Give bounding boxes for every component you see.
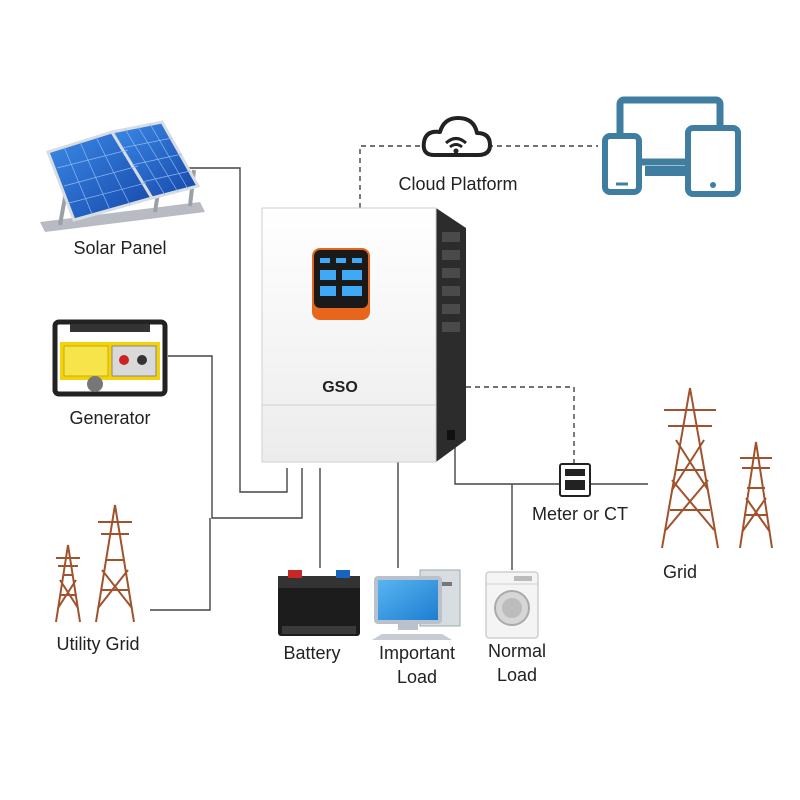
cloud-wifi-icon xyxy=(421,116,492,157)
cloud-platform-label: Cloud Platform xyxy=(398,174,518,194)
solar-line xyxy=(180,167,288,493)
washing-machine-icon xyxy=(485,571,539,639)
important-load-line-1: Important xyxy=(378,643,456,663)
meter-link-line xyxy=(466,386,575,464)
meter-label: Meter or CT xyxy=(531,504,628,524)
battery-icon xyxy=(278,570,360,636)
inverter-logo: GSO xyxy=(322,379,358,396)
normal-load-label: Normal Load xyxy=(472,639,562,687)
solar-panel-icon xyxy=(40,120,205,232)
normal-load-line-1: Normal xyxy=(487,641,546,661)
normal-load-line-2: Load xyxy=(496,665,538,685)
solar-panel-label: Solar Panel xyxy=(73,238,167,258)
communication-lines xyxy=(359,145,598,464)
utility-grid-line xyxy=(150,518,211,611)
devices-icon xyxy=(602,96,741,197)
connection-lines xyxy=(150,167,648,611)
utility-grid-label: Utility Grid xyxy=(56,634,140,654)
important-load-line-2: Load xyxy=(396,667,438,687)
important-load-label: Important Load xyxy=(362,641,472,689)
power-tower-icon xyxy=(661,387,773,549)
generator-icon xyxy=(52,319,168,397)
grid-label: Grid xyxy=(662,562,697,582)
battery-label: Battery xyxy=(283,643,341,663)
power-tower-icon xyxy=(55,504,135,623)
inverter-icon: GSO xyxy=(261,207,466,463)
normal-load-line xyxy=(454,440,648,485)
generator-line xyxy=(168,355,303,519)
meter-icon xyxy=(559,463,591,497)
computer-icon xyxy=(372,569,461,640)
cloud-link-line xyxy=(359,145,424,208)
generator-label: Generator xyxy=(69,408,151,428)
